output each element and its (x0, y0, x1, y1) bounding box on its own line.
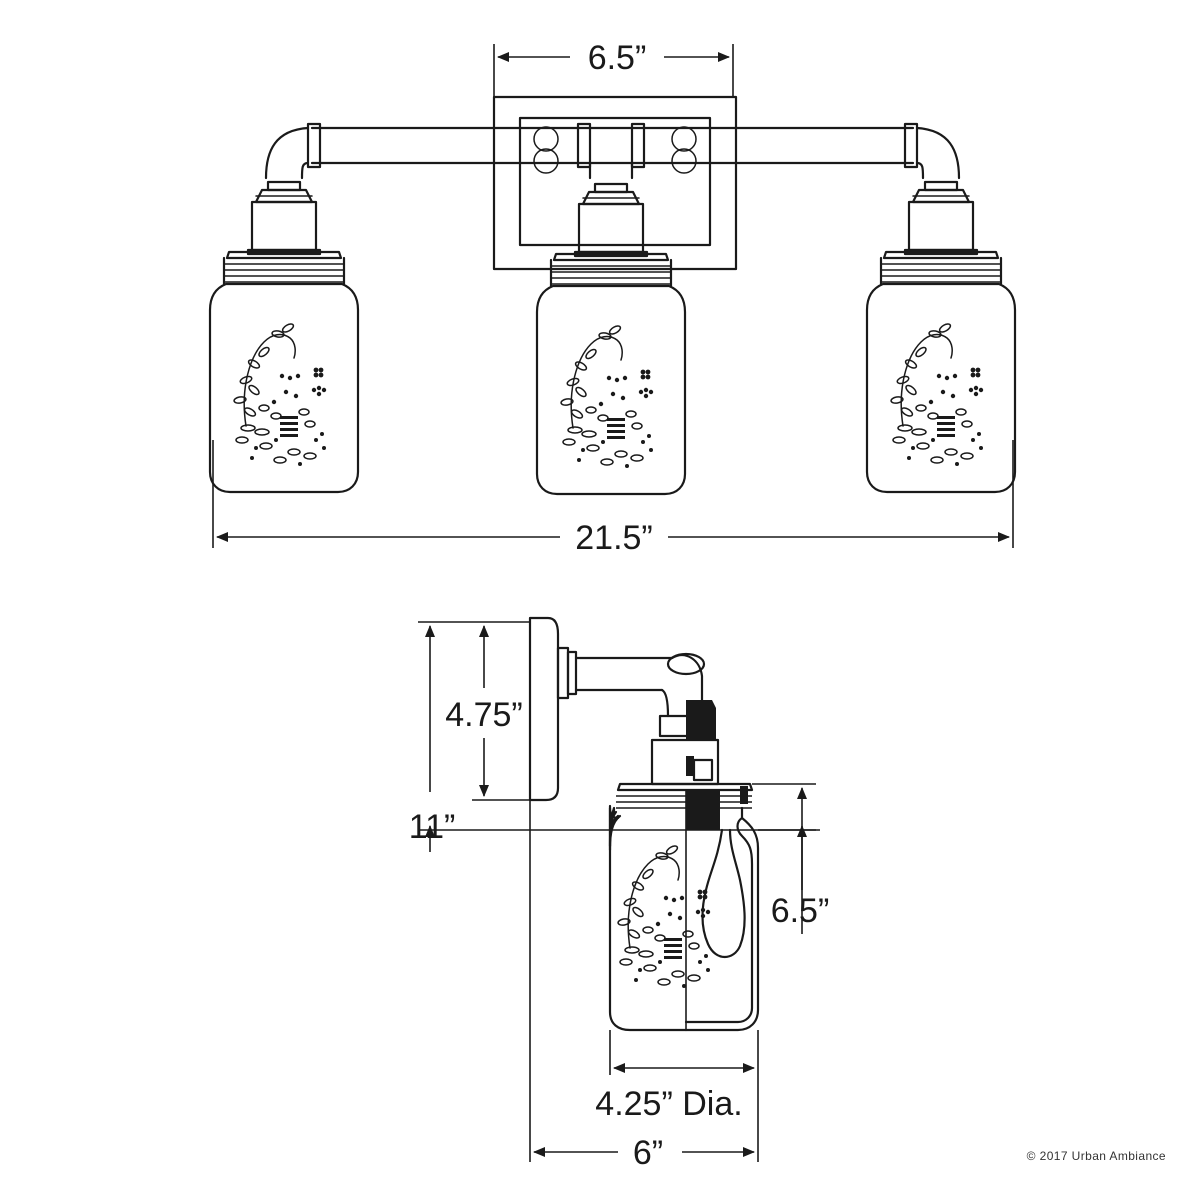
dim-label-overall-height: 11” (409, 808, 456, 846)
side-backplate (528, 616, 560, 802)
dim-overall-width: 21.5” (212, 440, 1014, 557)
front-backplate-inner (518, 116, 712, 247)
dim-shade-height: 6.5” (752, 783, 830, 934)
front-jar-right (867, 252, 1015, 492)
front-elbow-right (915, 126, 961, 180)
front-elbow-left (264, 126, 310, 180)
dim-label-shade-height: 6.5” (771, 892, 830, 930)
dim-label-extension: 6” (633, 1134, 663, 1172)
dim-shade-diameter: 4.25” Dia. (595, 1030, 759, 1123)
front-jar-center (537, 254, 685, 494)
dim-backplate-to-arm: 4.75” (445, 625, 530, 801)
front-view: 6.5” 21.5” (210, 39, 1015, 557)
side-view: 11” 4.75” 6.5” 4.25” Dia. 6” (409, 616, 830, 1172)
side-jar-lid (616, 782, 754, 792)
front-crossbar (310, 126, 915, 165)
copyright-text: © 2017 Urban Ambiance (1027, 1149, 1166, 1163)
dim-extension: 6” (529, 800, 759, 1172)
side-arm (574, 656, 674, 692)
side-bulb-outline (701, 828, 746, 959)
front-backplate (492, 95, 738, 271)
dim-label-backplate-to-arm: 4.75” (445, 696, 523, 734)
dim-label-backplate-width: 6.5” (588, 39, 647, 77)
front-socket-right (903, 180, 979, 256)
dim-backplate-width: 6.5” (493, 39, 734, 97)
dim-label-overall-width: 21.5” (575, 519, 653, 557)
dim-overall-height: 11” (409, 621, 820, 852)
dim-label-shade-diameter: 4.25” Dia. (595, 1085, 742, 1123)
front-socket-left (246, 180, 322, 256)
front-jar-left (210, 252, 358, 492)
